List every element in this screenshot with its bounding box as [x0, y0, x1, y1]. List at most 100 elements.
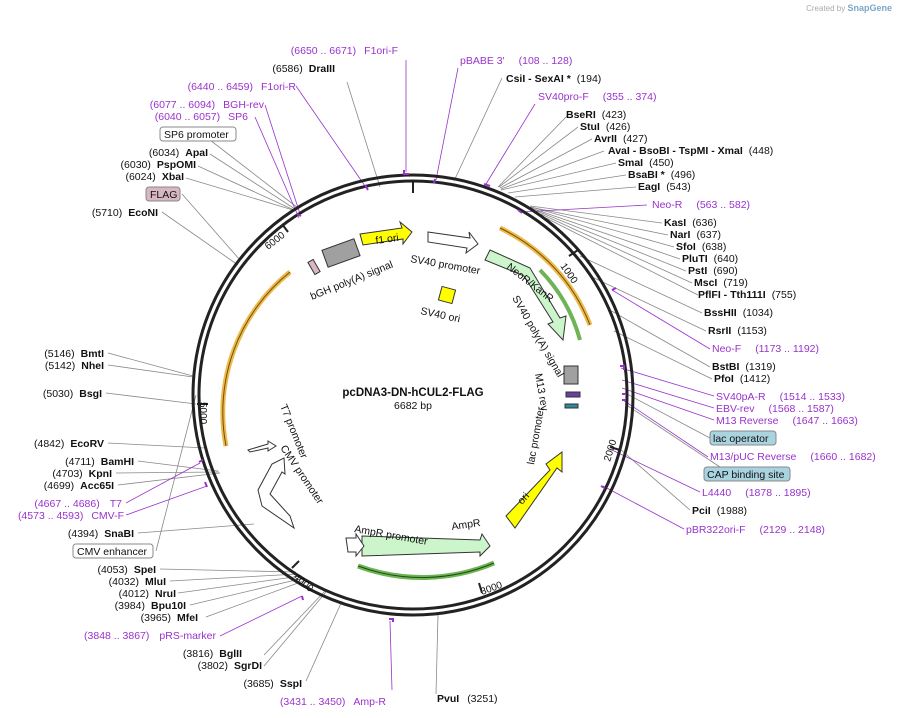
box-flag: FLAG — [145, 186, 181, 202]
svg-text:CMV enhancer: CMV enhancer — [77, 546, 148, 558]
enzyme-pcii: PciI(1988) — [692, 505, 747, 517]
enzyme-ecorv: (4842)EcoRV — [34, 438, 104, 450]
primer-amp-r: (3431 .. 3450)Amp-R — [280, 696, 386, 708]
ampr-label: AmpR — [451, 517, 482, 533]
primer-sv40pa-r: SV40pA-R(1514 .. 1533) — [716, 391, 845, 403]
enzyme-apai: (6034)ApaI — [149, 147, 208, 159]
primer-pbabe3: pBABE 3'(108 .. 128) — [460, 55, 572, 67]
primer-m13-reverse: M13 Reverse(1647 .. 1663) — [716, 415, 858, 427]
enzyme-pflfi: PflFI - Tth111I(755) — [698, 289, 796, 301]
snapgene-logo-text: SnapGene — [847, 3, 892, 13]
box-cap-binding-site: CAP binding site — [703, 466, 791, 482]
lac-operator-mark — [565, 391, 581, 398]
enzyme-sspi: (3685)SspI — [243, 678, 302, 690]
plasmid-size: 6682 bp — [394, 400, 432, 412]
svg-text:SP6 promoter: SP6 promoter — [164, 129, 229, 141]
m13-rev-box — [563, 365, 579, 385]
primer-prs-marker: (3848 .. 3867)pRS-marker — [84, 630, 216, 642]
enzyme-bpu10i: (3984)Bpu10I — [115, 600, 186, 612]
enzyme-mfei: (3965)MfeI — [141, 612, 198, 624]
enzyme-nari: NarI(637) — [670, 229, 721, 241]
ruler-label-5000: 5000 — [197, 402, 208, 425]
enzyme-psti: PstI(690) — [688, 265, 738, 277]
cap-site-mark — [564, 403, 579, 409]
snapgene-credit: Created by SnapGene — [806, 3, 892, 13]
enzyme-avai: AvaI - BsoBI - TspMI - XmaI(448) — [608, 145, 773, 157]
primer-bgh-rev: (6077 .. 6094)BGH-rev — [150, 99, 265, 111]
neo-kan-arrow — [484, 249, 567, 342]
svg-text:FLAG: FLAG — [150, 189, 177, 201]
backbone-inner — [197, 179, 629, 611]
enzyme-smai: SmaI(450) — [618, 157, 674, 169]
enzyme-pspomi: (6030)PspOMI — [121, 159, 197, 171]
enzyme-bstbi: BstBI(1319) — [712, 361, 776, 373]
primer-leader-lines — [125, 60, 715, 691]
ampr-orf-span-inner — [357, 562, 495, 578]
enzyme-pvui: PvuI(3251) — [437, 693, 498, 705]
enzyme-eagi: EagI(543) — [638, 181, 691, 193]
primer-pbr322ori-f: pBR322ori-F(2129 .. 2148) — [686, 524, 825, 536]
enzyme-avrii: AvrII(427) — [594, 133, 647, 145]
enzyme-nrui: (4012)NruI — [119, 588, 176, 600]
primer-f1ori-r: (6440 .. 6459)F1ori-R — [188, 81, 297, 93]
ampr-arrow — [361, 532, 491, 558]
sv40-promoter-label: SV40 promoter — [409, 253, 481, 277]
flag-tag — [307, 258, 321, 276]
neo-orf-green — [538, 268, 582, 341]
bgh-polya-box — [321, 238, 361, 268]
cul2-orf-span — [220, 270, 292, 447]
svg-text:lac operator: lac operator — [713, 433, 769, 445]
primer-f1ori-f: (6650 .. 6671)F1ori-F — [291, 45, 398, 57]
enzyme-kpni: (4703)KpnI — [52, 468, 112, 480]
cul2-orf-span-inner — [222, 271, 291, 447]
primer-ebv-rev: EBV-rev(1568 .. 1587) — [716, 403, 834, 415]
f1-ori-label: f1 ori — [375, 232, 400, 247]
credit-prefix: Created by — [806, 4, 846, 13]
box-sp6-promoter: SP6 promoter — [159, 126, 237, 142]
enzyme-bamhi: (4711)BamHI — [65, 456, 134, 468]
primer-neo-f: Neo-F(1173 .. 1192) — [712, 343, 819, 355]
cmv-promoter-arrow — [257, 457, 295, 530]
sv40-ori-label: SV40 ori — [419, 305, 461, 325]
enzyme-stui: StuI(426) — [580, 121, 630, 133]
enzyme-rsrii: RsrII(1153) — [708, 325, 767, 337]
enzyme-bsshii: BssHII(1034) — [704, 307, 773, 319]
ori-arrow — [505, 451, 563, 529]
enzyme-econi: (5710)EcoNI — [92, 207, 158, 219]
neo-orf-span-inner — [499, 227, 591, 326]
f1-ori-arrow — [359, 220, 413, 246]
enzyme-bglii: (3816)BglII — [183, 648, 242, 660]
ruler — [197, 182, 621, 594]
enzyme-spei: (4053)SpeI — [97, 564, 156, 576]
enzyme-mlui: (4032)MluI — [109, 576, 166, 588]
primer-m13puc-reverse: M13/pUC Reverse(1660 .. 1682) — [710, 451, 876, 463]
primer-t7: (4667 .. 4686)T7 — [34, 498, 122, 510]
ruler-label-6000: 6000 — [263, 230, 288, 253]
enzyme-bsgi: (5030)BsgI — [43, 388, 102, 400]
primer-neo-r: Neo-R(563 .. 582) — [652, 199, 750, 211]
enzyme-draiii: (6586)DraIII — [272, 63, 335, 75]
enzyme-xbai: (6024)XbaI — [125, 171, 184, 183]
ampr-promoter-arrow — [345, 532, 365, 558]
box-cmv-enhancer: CMV enhancer — [72, 543, 154, 559]
leader-lines — [105, 77, 733, 695]
svg-text:CAP binding site: CAP binding site — [707, 469, 785, 481]
t7-promoter-arrow — [247, 440, 277, 453]
sv40-polya-label: SV40 poly(A) signal — [509, 294, 566, 380]
plasmid-name: pcDNA3-DN-hCUL2-FLAG — [342, 387, 483, 399]
enzyme-sfoi: SfoI(638) — [676, 241, 726, 253]
backbone-outer — [191, 173, 635, 617]
lac-promoter-label: lac promoter — [525, 405, 547, 465]
features — [247, 220, 581, 558]
sv40-ori-box — [437, 285, 457, 305]
enzyme-labels-left: (3685)SspI (3802)SgrDI (3816)BglII (3965… — [34, 63, 335, 690]
bgh-polya-label: bGH poly(A) signal — [309, 259, 395, 303]
enzyme-bsabi: BsaBI *(496) — [628, 169, 695, 181]
enzyme-nhei: (5142)NheI — [45, 360, 104, 372]
enzyme-sgrdi: (3802)SgrDI — [198, 660, 262, 672]
boxed-labels: SP6 promoter FLAG CMV enhancer lac opera… — [72, 126, 791, 559]
enzyme-bmti: (5146)BmtI — [44, 348, 104, 360]
primer-sv40pro-f: SV40pro-F(355 .. 374) — [538, 91, 656, 103]
primer-marks — [198, 170, 626, 622]
